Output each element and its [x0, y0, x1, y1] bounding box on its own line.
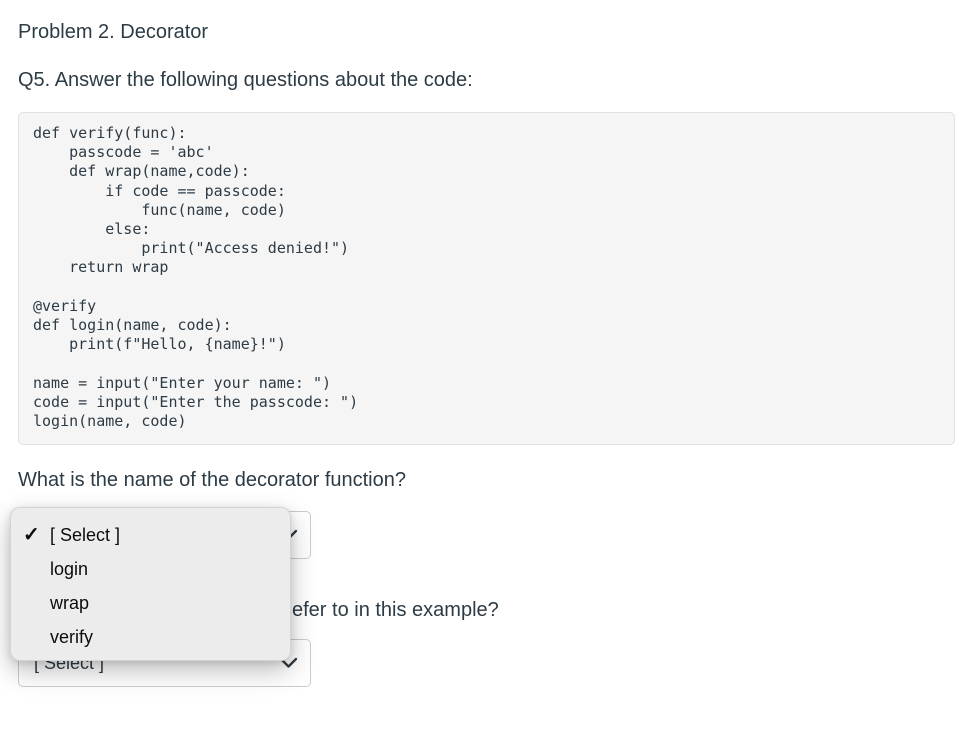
question-header: Q5. Answer the following questions about…	[18, 69, 473, 91]
menu-item-wrap[interactable]: wrap	[11, 586, 290, 620]
checkmark-icon: ✓	[23, 524, 40, 546]
menu-item-label: verify	[50, 626, 94, 647]
question2-text-fragment: efer to in this example?	[292, 599, 499, 621]
menu-item-label: [ Select ]	[50, 524, 121, 545]
menu-item-login[interactable]: login	[11, 552, 290, 586]
menu-item-label: login	[50, 558, 89, 579]
dropdown-menu: ✓ [ Select ] login wrap verify	[10, 507, 291, 661]
question1-text: What is the name of the decorator functi…	[18, 469, 406, 491]
code-block: def verify(func): passcode = 'abc' def w…	[18, 112, 955, 445]
page-title: Problem 2. Decorator	[18, 21, 209, 43]
menu-item-label: wrap	[50, 592, 90, 613]
chevron-down-icon	[279, 657, 298, 668]
menu-item-select-placeholder[interactable]: ✓ [ Select ]	[11, 518, 290, 552]
menu-item-verify[interactable]: verify	[11, 620, 290, 654]
